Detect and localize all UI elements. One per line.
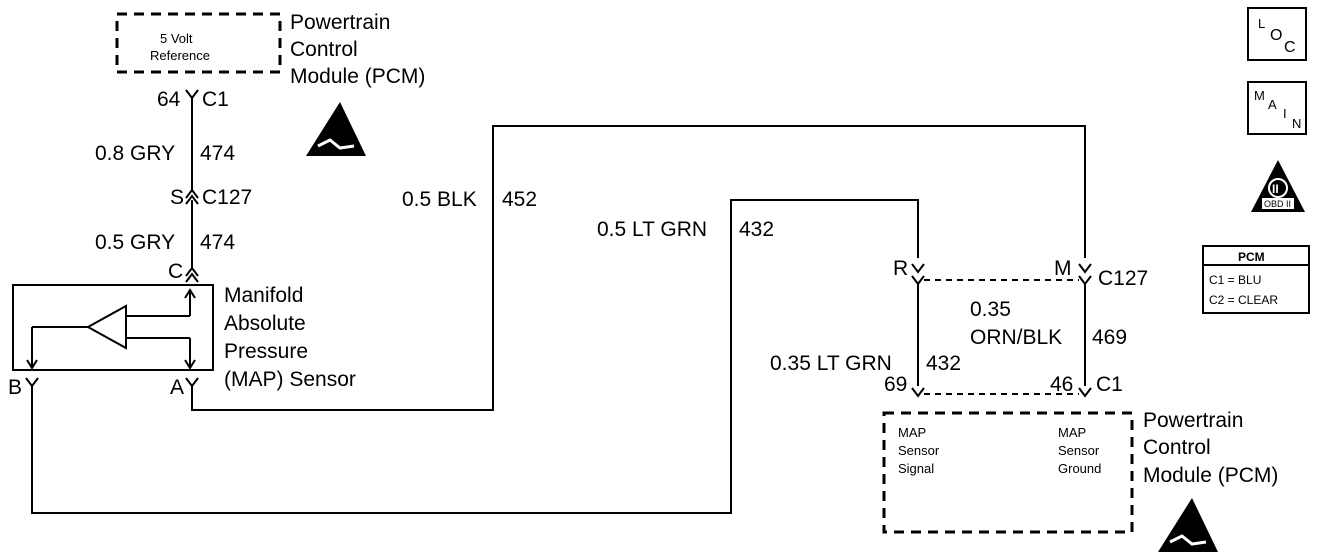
c127-upper-name: C127: [202, 186, 252, 209]
c127-upper-symbol-bottom: [185, 194, 199, 205]
pcm-bottom-signal-line3: Signal: [898, 461, 934, 476]
map-pin-a-label: A: [170, 376, 184, 399]
pcm-bottom: 69 46 C1 MAP Sensor Signal MAP Sensor Gr…: [882, 373, 1278, 534]
connector-c127-lower: R M C127: [893, 257, 1148, 290]
map-pin-b-label: B: [8, 376, 22, 399]
wire-452-circuit: 452: [502, 188, 537, 211]
wire-432-lower-gauge: 0.35 LT GRN: [770, 352, 892, 375]
pcm-top-ref-line1: 5 Volt: [160, 31, 193, 46]
pcm-bottom-title-line1: Powertrain: [1143, 409, 1243, 432]
c127-lower-name: C127: [1098, 267, 1148, 290]
pcm-bottom-title-line2: Control: [1143, 436, 1211, 459]
esd-warning-icon-bottom: [1158, 498, 1218, 552]
c127-upper-pin: S: [170, 186, 184, 209]
pcm-connector-legend: PCM C1 = BLU C2 = CLEAR: [1202, 245, 1310, 314]
map-pin-c-symbol-2: [185, 272, 199, 283]
pcm-top-title-line1: Powertrain: [290, 11, 390, 34]
pcm-bottom-ground-line1: MAP: [1058, 425, 1086, 440]
map-internal-arrow-down-a: [184, 359, 196, 370]
c127-lower-r-top: [911, 263, 925, 274]
wire-432-path: [31, 199, 919, 514]
wire-474-upper-gauge: 0.8 GRY: [95, 142, 175, 165]
wire-474-upper-circuit: 474: [200, 142, 235, 165]
pcm-top-connector: C1: [202, 88, 229, 111]
esd-warning-icon: [306, 102, 366, 156]
pcm-bottom-signal-line1: MAP: [898, 425, 926, 440]
wire-469-gauge: 0.35: [970, 298, 1011, 321]
wire-452-path: [191, 125, 1086, 411]
pcm-top-title-line2: Control: [290, 38, 358, 61]
wire-432-lower-circuit: 432: [926, 352, 961, 375]
wire-469-color: ORN/BLK: [970, 326, 1062, 349]
main-icon-i: I: [1283, 106, 1287, 121]
c127-upper-symbol-top: [185, 188, 199, 199]
map-sensor-name-line4: (MAP) Sensor: [224, 368, 356, 391]
wire-474-lower-circuit: 474: [200, 231, 235, 254]
main-icon[interactable]: M A I N: [1247, 81, 1307, 135]
map-sensor-amplifier-icon: [85, 304, 127, 350]
map-sensor-box: [12, 284, 214, 371]
loc-icon-l: L: [1258, 16, 1265, 31]
loc-icon[interactable]: L O C: [1247, 7, 1307, 61]
c127-lower-m-bottom: [1078, 275, 1092, 286]
pcm-top-ref-line2: Reference: [150, 48, 210, 63]
pcm-bottom-pin-46-symbol: [1078, 387, 1092, 398]
c127-lower-m-top: [1078, 263, 1092, 274]
wire-432-upper-circuit: 432: [739, 218, 774, 241]
obd-ii-icon[interactable]: II OBD II: [1251, 160, 1305, 212]
pcm-top-pin: 64: [157, 88, 181, 111]
pcm-top-title-line3: Module (PCM): [290, 65, 425, 88]
map-sensor-name-line1: Manifold: [224, 284, 303, 307]
map-internal-arrow-up: [184, 288, 196, 299]
obd-ii-icon-label: OBD II: [1264, 199, 1291, 209]
pcm-top-box: [115, 12, 282, 74]
main-icon-n: N: [1292, 116, 1301, 131]
pcm-bottom-pin-signal: 69: [884, 373, 907, 396]
pcm-bottom-box: [882, 411, 1134, 534]
pcm-legend-c2: C2 = CLEAR: [1209, 293, 1278, 307]
pcm-bottom-title-line3: Module (PCM): [1143, 464, 1278, 487]
map-sensor: Manifold Absolute Pressure (MAP) Sensor: [12, 284, 356, 391]
obd-ii-icon-mark: II: [1272, 182, 1279, 196]
c127-lower-pin-r: R: [893, 257, 908, 280]
pcm-bottom-signal-line2: Sensor: [898, 443, 940, 458]
pcm-legend-title: PCM: [1238, 250, 1265, 264]
map-internal-arrow-down-b: [26, 359, 38, 370]
pcm-legend-c1: C1 = BLU: [1209, 273, 1261, 287]
main-icon-m: M: [1254, 88, 1265, 103]
pcm-bottom-pin-69-symbol: [911, 387, 925, 398]
c127-lower-pin-m: M: [1054, 257, 1072, 280]
map-pin-c-label: C: [168, 260, 183, 283]
wire-474-lower-gauge: 0.5 GRY: [95, 231, 175, 254]
pcm-bottom-ground-line2: Sensor: [1058, 443, 1100, 458]
pcm-bottom-ground-line3: Ground: [1058, 461, 1101, 476]
map-sensor-name-line2: Absolute: [224, 312, 306, 335]
map-pin-a-symbol: [185, 377, 199, 388]
map-pin-c-symbol: [185, 266, 199, 277]
pcm-top: 5 Volt Reference Powertrain Control Modu…: [115, 11, 425, 111]
wire-432-upper-gauge: 0.5 LT GRN: [597, 218, 707, 241]
pcm-bottom-connector: C1: [1096, 373, 1123, 396]
main-icon-a: A: [1268, 97, 1277, 112]
pcm-top-connector-symbol: [185, 89, 199, 100]
loc-icon-o: O: [1270, 27, 1282, 44]
wire-469-circuit: 469: [1092, 326, 1127, 349]
c127-lower-r-bottom: [911, 275, 925, 286]
pcm-bottom-pin-ground: 46: [1050, 373, 1073, 396]
map-pin-b-symbol: [25, 377, 39, 388]
map-sensor-name-line3: Pressure: [224, 340, 308, 363]
wire-452-gauge: 0.5 BLK: [402, 188, 477, 211]
loc-icon-c: C: [1284, 39, 1296, 56]
